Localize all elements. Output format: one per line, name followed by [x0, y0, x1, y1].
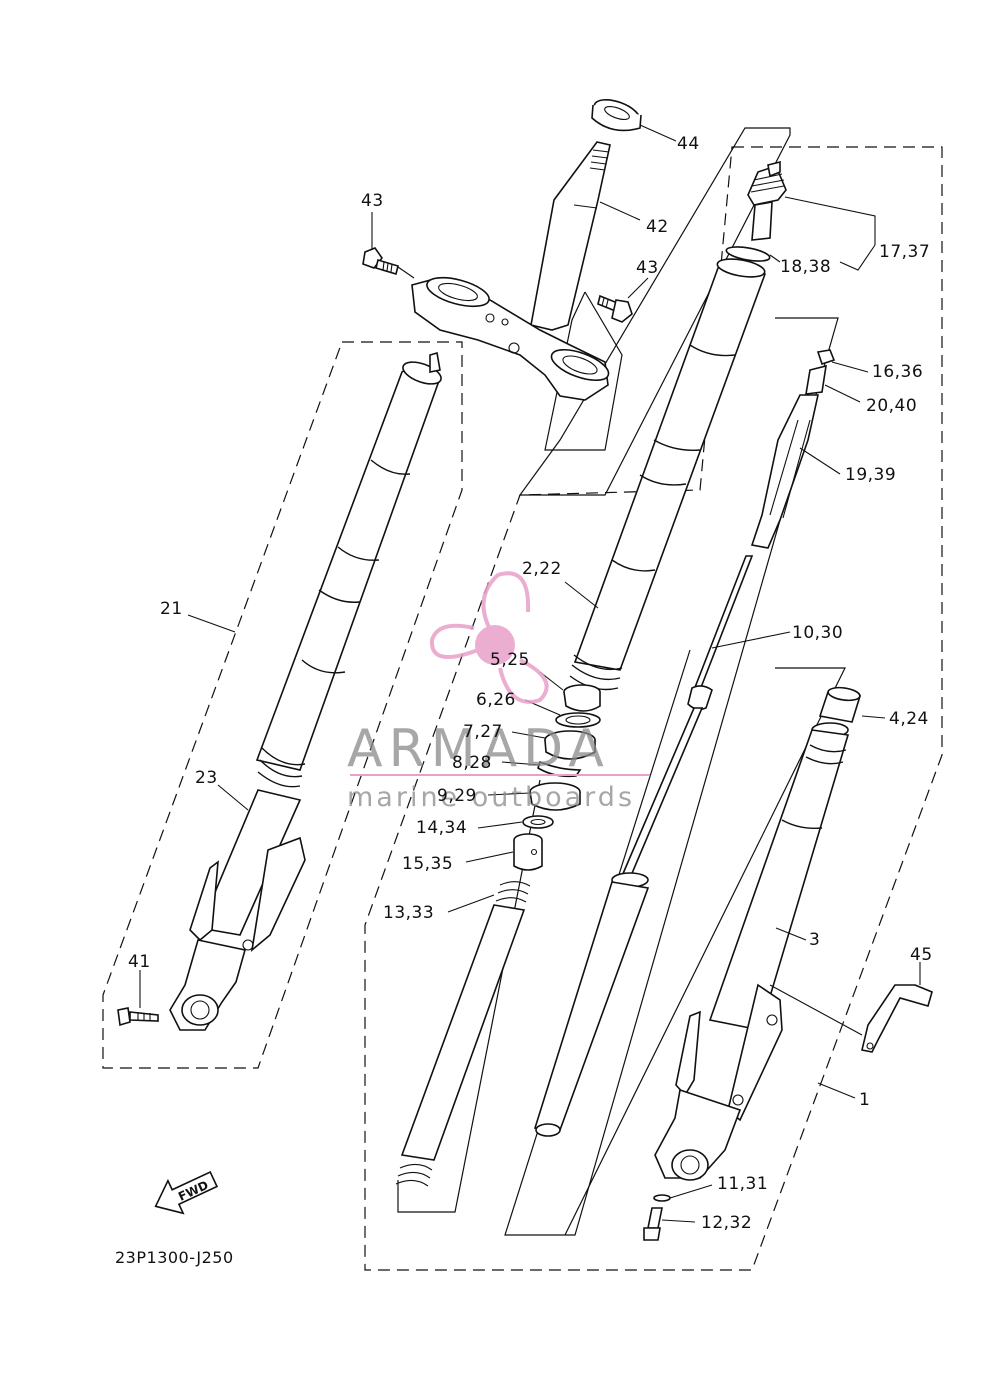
bolt-43-left — [362, 247, 399, 276]
nut-16-36 — [816, 349, 836, 366]
outer-tube-2-22 — [569, 258, 766, 691]
callout-14-34: 14,34 — [416, 818, 467, 838]
leader-lines — [139, 124, 921, 1223]
callout-15-35: 15,35 — [402, 854, 453, 874]
bracket-43 — [544, 291, 623, 451]
washer-11-31 — [653, 1194, 671, 1202]
axle-bracket-1 — [654, 983, 783, 1181]
group-outline-inner-cartridge — [518, 127, 791, 496]
callout-18-38: 18,38 — [780, 257, 831, 277]
callout-labels: 44 42 43 43 17,37 18,38 16,36 20,40 19,3… — [128, 134, 933, 1233]
callout-13-33: 13,33 — [383, 903, 434, 923]
callout-2-22: 2,22 — [522, 559, 562, 579]
dust-seal-9-29 — [529, 782, 581, 811]
upper-bracket — [411, 276, 610, 401]
callout-9-29: 9,29 — [437, 786, 477, 806]
callout-10-30: 10,30 — [792, 623, 843, 643]
callout-7-27: 7,27 — [463, 722, 503, 742]
callout-1: 1 — [859, 1090, 870, 1110]
seal-5-25 — [563, 684, 601, 712]
spring-13-33 — [395, 881, 531, 1187]
oil-seal-44 — [591, 99, 642, 132]
callout-5-25: 5,25 — [490, 650, 530, 670]
callout-23: 23 — [195, 768, 218, 788]
brand-name: ARMADA — [347, 719, 610, 779]
callout-4-24: 4,24 — [889, 709, 929, 729]
collar-20-40 — [805, 364, 827, 395]
damper-rod-10-30 — [533, 555, 754, 1137]
callout-21: 21 — [160, 599, 183, 619]
bracket-45 — [861, 984, 933, 1053]
bolt-43-right — [597, 294, 633, 323]
inner-tube-23 — [169, 789, 306, 1031]
callout-19-39: 19,39 — [845, 465, 896, 485]
callout-6-26: 6,26 — [476, 690, 516, 710]
brand-tagline: marine outboards — [347, 782, 635, 813]
callout-44: 44 — [677, 134, 700, 154]
fwd-arrow: FWD — [154, 1170, 219, 1215]
callout-41: 41 — [128, 952, 151, 972]
group-outline-1 — [364, 146, 943, 1271]
spring-guide-19-39 — [750, 394, 819, 549]
steering-stem-42 — [530, 141, 611, 331]
bolt-41 — [117, 1007, 159, 1027]
outer-tube-21 — [255, 351, 442, 788]
callout-20-40: 20,40 — [866, 396, 917, 416]
washer-14-34 — [522, 815, 554, 829]
callout-16-36: 16,36 — [872, 362, 923, 382]
callout-12-32: 12,32 — [701, 1213, 752, 1233]
callout-42: 42 — [646, 217, 669, 237]
bracket-spring-tube — [564, 667, 846, 1236]
callout-11-31: 11,31 — [717, 1174, 768, 1194]
callout-17-37: 17,37 — [879, 242, 930, 262]
propeller-logo — [429, 571, 549, 704]
callout-43-right: 43 — [636, 258, 659, 278]
bolt-12-32 — [643, 1207, 663, 1241]
inner-tube-3 — [708, 722, 850, 1031]
callout-43-left: 43 — [361, 191, 384, 211]
fork-cap-17-37 — [747, 160, 787, 241]
o-ring-18-38 — [725, 246, 771, 262]
drawing-code: 23P1300-J250 — [115, 1248, 234, 1267]
collar-15-35 — [513, 833, 543, 871]
callout-45: 45 — [910, 945, 933, 965]
oil-seal-7-27 — [544, 730, 596, 760]
bracket-spring — [397, 779, 541, 1213]
callout-8-28: 8,28 — [452, 753, 492, 773]
callout-3: 3 — [809, 930, 820, 950]
bush-4-24 — [818, 686, 862, 723]
seal-6-26 — [555, 712, 601, 728]
armada-watermark: ARMADA marine outboards — [347, 571, 650, 813]
group-outline-21 — [102, 341, 463, 1069]
